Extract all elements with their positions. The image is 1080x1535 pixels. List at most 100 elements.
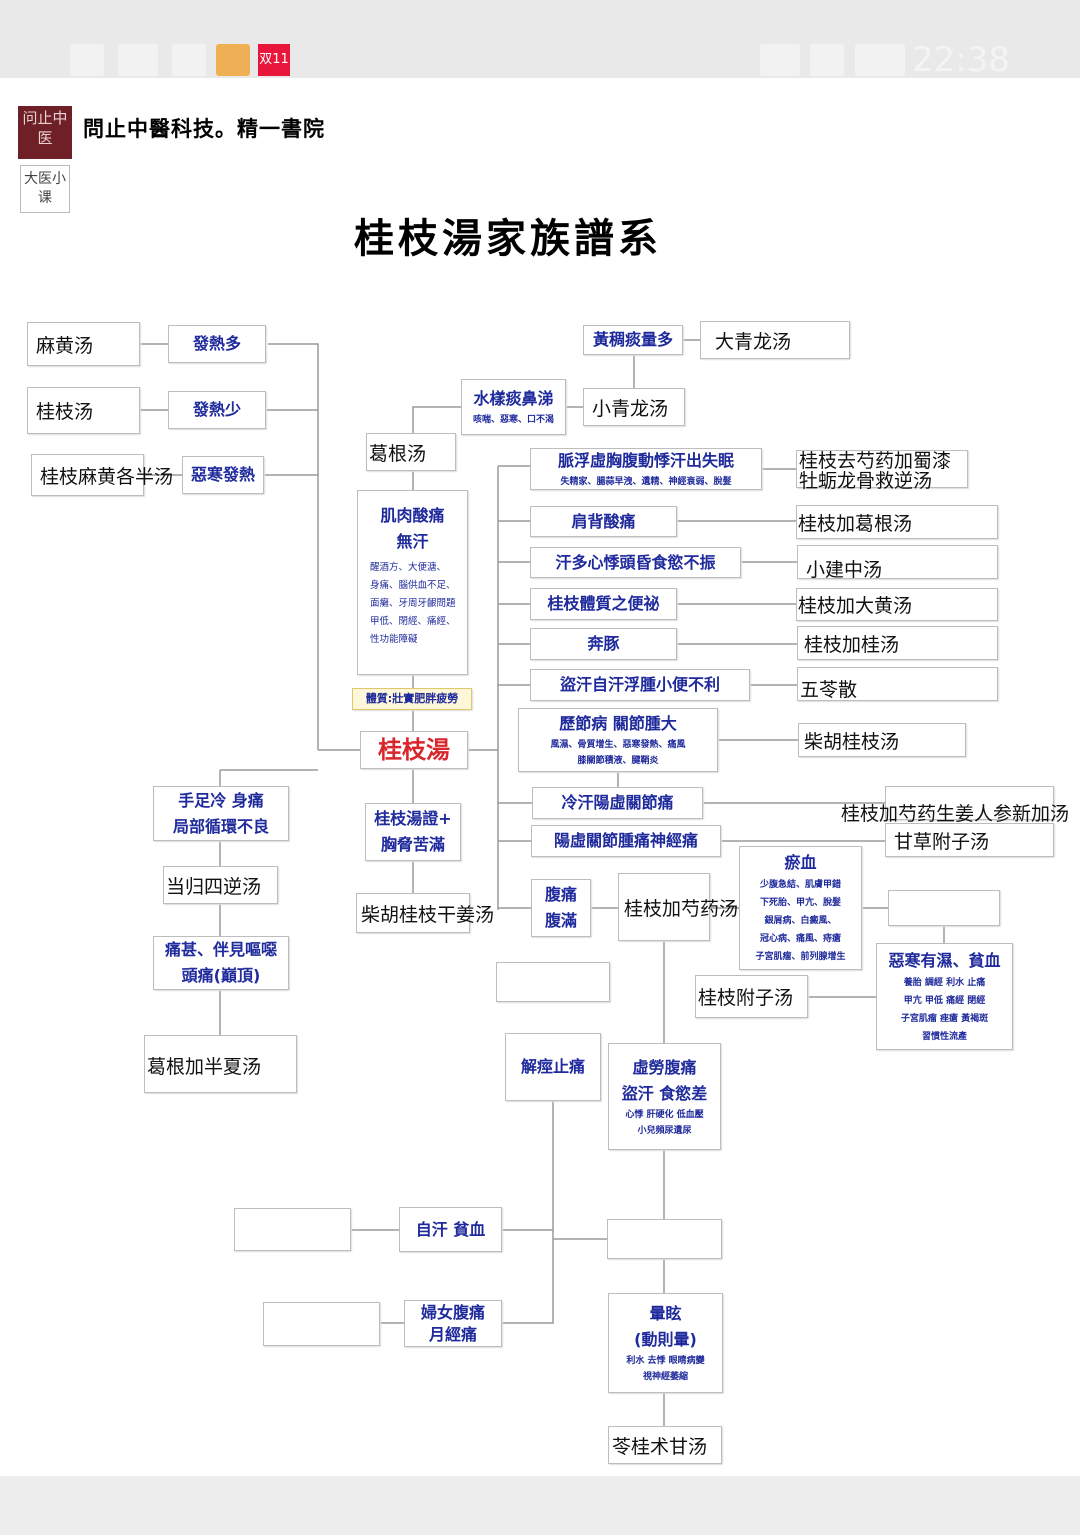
label: 桂枝湯證+	[374, 809, 452, 828]
formula-f5: 桂枝加桂汤	[797, 626, 998, 660]
detail: 面癱、牙周牙齦問題	[370, 598, 456, 609]
symptom-xulao: 虛勞腹痛 盜汗 食慾差 心悸 肝硬化 低血壓 小兒頻尿遺尿	[608, 1043, 721, 1150]
symptom-fare-shao: 發熱少	[168, 391, 266, 429]
logo: 问止中医	[18, 106, 72, 159]
formula-gemban: 桂枝麻黄各半汤	[31, 454, 173, 496]
detail: 小兒頻尿遺尿	[637, 1125, 692, 1136]
label: 桂枝湯	[378, 736, 450, 764]
symptom-s5: 奔豚	[530, 628, 677, 660]
detail: 心悸 肝硬化 低血壓	[625, 1109, 704, 1120]
formula-danggui-sini: 当归四逆汤	[163, 866, 278, 904]
label: 冷汗陽虛關節痛	[561, 793, 674, 812]
symptom-fare-duo: 發熱多	[168, 325, 266, 363]
label: 奔豚	[587, 634, 620, 653]
formula-gegen-banxia: 葛根加半夏汤	[144, 1035, 297, 1093]
formula-f2: 桂枝加葛根汤	[796, 505, 998, 539]
detail: 視神經萎縮	[642, 1372, 688, 1382]
symptom-s9: 陽虛關節腫痛神經痛	[531, 825, 721, 857]
detail: 冠心病、痛風、痔瘡	[759, 934, 841, 944]
label: 水樣痰鼻涕	[473, 389, 554, 408]
formula-gegen: 葛根汤	[366, 433, 456, 471]
detail: 醒酒方、大便溏、	[370, 562, 447, 573]
symptom-s10: 腹痛腹滿	[531, 879, 591, 937]
label: 肌肉酸痛	[380, 506, 445, 525]
formula-f10: 桂枝加芍药汤	[618, 873, 738, 941]
empty-box	[496, 962, 610, 1002]
symptom-jirou: 肌肉酸痛 無汗 醒酒方、大便溏、 身痛、腦供血不足、 面癱、牙周牙齦問題 甲低、…	[357, 490, 468, 675]
formula-mahuang: 麻黄汤	[27, 322, 140, 366]
empty-box	[607, 1219, 722, 1259]
alarm-icon	[810, 44, 844, 76]
formula-xiaoqinglong: 小青龙汤	[583, 388, 685, 426]
label: 桂枝加芍药生姜人参新加汤	[840, 803, 1069, 825]
label: 汗多心悸頭昏食慾不振	[555, 552, 716, 572]
detail: 下死胎、甲亢、脫髮	[759, 898, 841, 908]
symptom-funv: 婦女腹痛月經痛	[404, 1300, 502, 1347]
label: 桂枝體質之便祕	[547, 594, 660, 613]
sim-icon	[70, 44, 104, 76]
formula-chaihu-guizhi-ganjiang: 柴胡桂枝干姜汤	[356, 893, 494, 933]
label: 盜汗自汗浮腫小便不利	[559, 675, 720, 694]
label: 痛甚、伴見嘔噁	[164, 940, 277, 959]
formula-guizhi-fuzi: 桂枝附子汤	[695, 975, 808, 1018]
label: 腹痛	[544, 885, 577, 904]
symptom-s2: 肩背酸痛	[530, 506, 677, 537]
symptom-shouzu: 手足冷 身痛局部循環不良	[153, 786, 289, 841]
promo-badge: 双11	[258, 44, 290, 76]
symptom-tongshen: 痛甚、伴見嘔噁頭痛(巔頂)	[153, 936, 289, 990]
status-bar: 双11 22:38	[0, 0, 1080, 80]
label: (動則暈)	[634, 1330, 697, 1349]
label: 自汗 貧血	[415, 1219, 486, 1239]
label: 婦女腹痛	[420, 1302, 485, 1322]
clock: 22:38	[912, 40, 1010, 80]
symptom-yuxue: 瘀血 少腹急結、肌膚甲錯 下死胎、甲亢、脫髮 銀屑病、白癜風、 冠心病、痛風、痔…	[739, 846, 862, 970]
symptom-s8: 冷汗陽虛關節痛	[532, 787, 703, 819]
detail: 習慣性流產	[921, 1031, 967, 1042]
label: 歷節病 關節腫大	[559, 714, 677, 733]
formula-f4: 桂枝加大黄汤	[796, 588, 998, 621]
symptom-huangchou: 黃稠痰量多	[583, 325, 683, 355]
label: 無汗	[396, 532, 429, 551]
symptom-xuanyun: 暈眩 (動則暈) 利水 去悸 眼睛病變 視神經萎縮	[608, 1293, 723, 1393]
detail: 風濕、骨質增生、惡寒發熱、痛風	[550, 740, 686, 750]
formula-guizhi: 桂枝汤	[27, 387, 140, 434]
label: 桂枝去芍药加蜀漆牡蛎龙骨救逆汤	[799, 450, 952, 492]
signal-icon	[118, 44, 158, 76]
label: 發熱多	[192, 334, 241, 353]
formula-daqinglong: 大青龙汤	[700, 321, 850, 359]
label: 惡寒發熱	[190, 465, 255, 484]
symptom-s1: 脈浮虛胸腹動悸汗出失眠失精家、腸蒜早洩、遺精、神經衰弱、脫髮	[530, 448, 762, 490]
brand-name: 問止中醫科技。精一書院	[83, 116, 325, 141]
empty-box	[234, 1208, 351, 1251]
label: 體質:壯實肥胖疲勞	[365, 692, 459, 705]
wifi-icon	[172, 44, 206, 76]
symptom-ehan-shi: 惡寒有濕、貧血 養胎 調經 利水 止痛 甲亢 甲低 痛經 閉經 子宮肌瘤 痤瘡 …	[876, 943, 1013, 1050]
label: 脈浮虛胸腹動悸汗出失眠	[557, 451, 734, 470]
label: 頭痛(巔頂)	[181, 966, 261, 985]
center-guizhi-tang: 桂枝湯	[360, 731, 468, 769]
detail: 少腹急結、肌膚甲錯	[759, 880, 841, 890]
symptom-xiongxie: 桂枝湯證+ 胸脅苦滿	[365, 803, 461, 861]
label: 陽虛關節腫痛神經痛	[553, 831, 698, 850]
label: 胸脅苦滿	[380, 835, 445, 854]
label: 肩背酸痛	[571, 511, 636, 531]
label: 暈眩	[649, 1304, 682, 1323]
label: 發熱少	[192, 400, 241, 419]
detail: 養胎 調經 利水 止痛	[903, 977, 986, 988]
symptom-s4: 桂枝體質之便祕	[530, 588, 677, 620]
formula-f7: 柴胡桂枝汤	[798, 723, 966, 757]
page-title: 桂枝湯家族譜系	[354, 215, 662, 262]
formula-f3: 小建中汤	[797, 545, 998, 581]
eye-icon	[760, 44, 800, 76]
label: 腹滿	[544, 911, 577, 930]
label: 瘀血	[784, 853, 817, 872]
detail: 性功能障礙	[370, 634, 418, 645]
detail: 子宮肌瘤 痤瘡 黃褐斑	[900, 1013, 989, 1024]
label: 局部循環不良	[172, 816, 269, 836]
constitution-label: 體質:壯實肥胖疲勞	[352, 688, 472, 710]
label: 黃稠痰量多	[592, 330, 673, 349]
detail: 失精家、腸蒜早洩、遺精、神經衰弱、脫髮	[560, 477, 732, 487]
label: 月經痛	[428, 1324, 477, 1344]
detail: 身痛、腦供血不足、	[370, 580, 456, 591]
